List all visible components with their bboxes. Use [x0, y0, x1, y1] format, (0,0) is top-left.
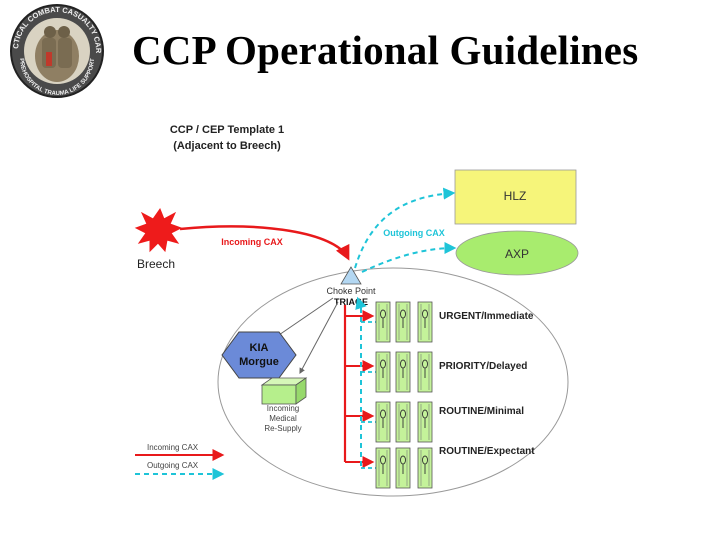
choke-point-triangle	[340, 266, 362, 285]
category-priority: PRIORITY/Delayed	[439, 361, 527, 372]
choke-point-label: Choke Point	[326, 286, 376, 296]
breech-label: Breech	[137, 257, 175, 271]
outgoing-to-axp-arrow	[361, 242, 457, 273]
template-title-line1: CCP / CEP Template 1	[170, 124, 284, 136]
to-resupply-arrow	[299, 301, 339, 375]
litter-row-priority	[375, 351, 433, 393]
incoming-cax-label: Incoming CAX	[221, 237, 283, 247]
morgue-line2: Morgue	[239, 356, 279, 368]
axp-label: AXP	[505, 247, 529, 261]
litter-row-minimal	[375, 401, 433, 443]
ccp-area-ellipse	[217, 267, 569, 497]
outgoing-to-hlz-arrow	[354, 187, 456, 269]
kia-morgue-hexagon	[221, 331, 297, 379]
category-minimal: ROUTINE/Minimal	[439, 406, 524, 417]
template-title-line2: (Adjacent to Breech)	[173, 140, 281, 152]
hlz-label: HLZ	[504, 189, 527, 203]
medical-resupply-box	[260, 377, 308, 405]
tccc-logo: TACTICAL COMBAT CASUALTY CARE PREHOSPITA…	[6, 4, 104, 98]
legend-outgoing-label: Outgoing CAX	[147, 461, 199, 470]
category-urgent: URGENT/Immediate	[439, 311, 534, 322]
triage-label: TRIAGE	[334, 297, 368, 307]
category-expectant: ROUTINE/Expectant	[439, 446, 535, 457]
outgoing-cax-label: Outgoing CAX	[383, 228, 445, 238]
to-morgue-arrow	[275, 297, 334, 338]
breech-burst	[134, 207, 183, 253]
morgue-line1: KIA	[250, 342, 269, 354]
resupply-line1: Incoming	[267, 404, 299, 413]
resupply-line2: Medical	[269, 414, 297, 423]
litter-row-expectant	[375, 447, 433, 489]
incoming-cax-arrow	[179, 225, 350, 261]
resupply-line3: Re-Supply	[264, 424, 301, 433]
litter-row-urgent	[375, 301, 433, 343]
page-title: CCP Operational Guidelines	[132, 27, 639, 73]
hlz-box	[454, 169, 577, 225]
legend-incoming-label: Incoming CAX	[147, 443, 199, 452]
